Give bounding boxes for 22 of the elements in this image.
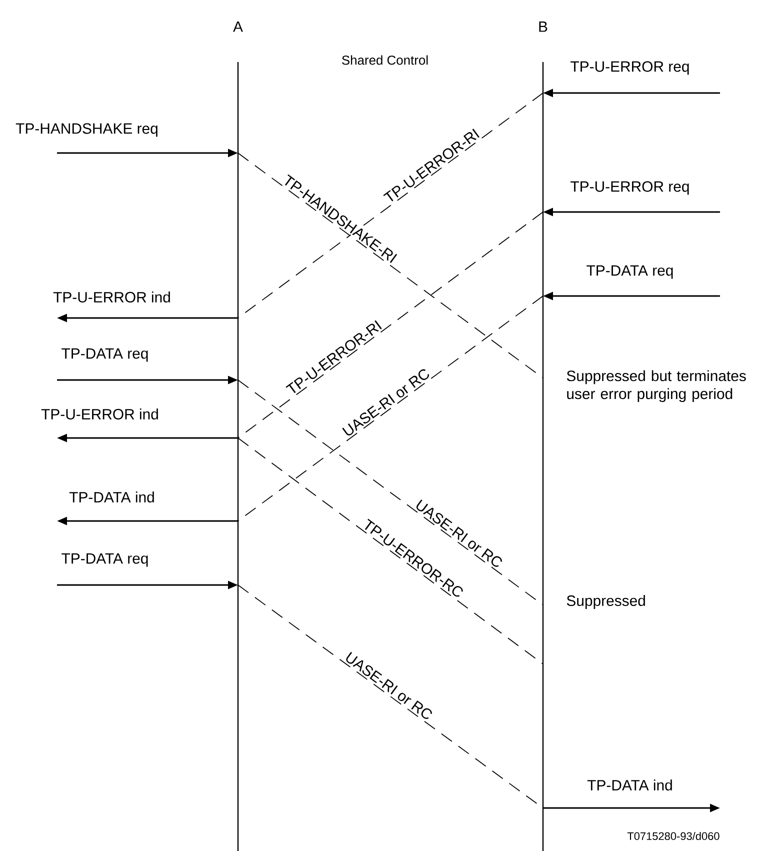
- lifeline: A: [233, 22, 243, 851]
- edge-label: TP-DATA ind: [587, 780, 672, 790]
- edge-label: TP-DATA req: [62, 348, 148, 362]
- edge-label: TP-DATA req: [62, 553, 148, 567]
- dashed-line: [238, 92, 544, 318]
- dashed-line: [238, 212, 544, 438]
- lifeline: B: [539, 22, 548, 851]
- edge-label: TP-DATA req: [586, 265, 673, 279]
- figure-id: T0715280-93/d060: [627, 832, 720, 840]
- dashed-line: [238, 438, 544, 664]
- edge-label: TP-U-ERROR ind: [53, 292, 170, 302]
- note-text: Suppressed: [566, 595, 645, 609]
- dashed-line: [238, 152, 544, 378]
- edge-label: TP-U-ERROR ind: [41, 408, 158, 420]
- edge-label: TP-DATA ind: [69, 492, 154, 502]
- edge-label: TP-HANDSHAKE req: [16, 123, 158, 137]
- heading-text: Shared Control: [342, 55, 428, 65]
- note-text: Suppressed but terminates user error purging period: [566, 370, 746, 402]
- edge-label: TP-U-ERROR req: [570, 181, 689, 195]
- dashed-line: [238, 296, 544, 522]
- edge-label: TP-U-ERROR req: [570, 61, 689, 75]
- dashed-line: [238, 380, 544, 606]
